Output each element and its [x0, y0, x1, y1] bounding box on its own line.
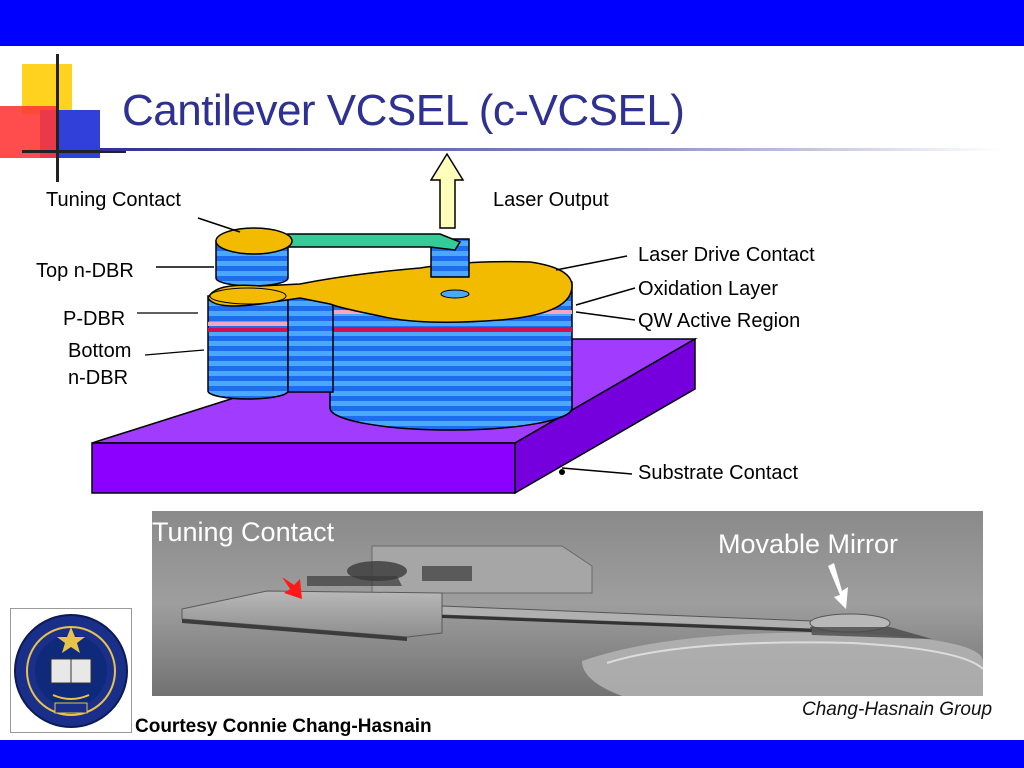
label-pdbr: P-DBR [63, 308, 126, 330]
sem-label-movable-mirror: Movable Mirror [718, 529, 899, 559]
mesa-aperture [440, 289, 470, 299]
bridge [287, 297, 334, 393]
label-tuning-contact: Tuning Contact [46, 189, 181, 211]
group-attribution: Chang-Hasnain Group [802, 699, 993, 720]
university-seal-icon [10, 608, 132, 733]
bottom-band [0, 740, 1024, 768]
label-top-ndbr: Top n-DBR [36, 260, 134, 282]
title-underline [100, 148, 1000, 151]
label-laser-output: Laser Output [493, 189, 609, 211]
sem-label-tuning-contact: Tuning Contact [152, 517, 335, 547]
label-bottom-ndbr-1: Bottom [68, 340, 132, 362]
laser-output-arrow [429, 152, 465, 229]
label-qw-active-region: QW Active Region [638, 310, 801, 332]
top-band [0, 0, 1024, 46]
post-cap-ring [209, 287, 287, 305]
slide-title: Cantilever VCSEL (c-VCSEL) [122, 86, 685, 135]
vcsel-diagram [91, 152, 698, 495]
label-bottom-ndbr-2: n-DBR [68, 367, 129, 389]
sem-micrograph: Tuning Contact Movable Mirror [152, 511, 984, 696]
substrate-side [514, 337, 696, 495]
label-substrate-contact: Substrate Contact [638, 462, 799, 484]
credit-text: Courtesy Connie Chang-Hasnain [135, 716, 432, 737]
left-post-qw [208, 328, 288, 332]
qw-active-region [330, 327, 572, 332]
laser-drive-contact [207, 260, 573, 323]
left-post-lower [207, 295, 289, 400]
label-oxidation-layer: Oxidation Layer [638, 278, 779, 300]
corner-decoration [0, 46, 130, 186]
tuning-contact-pad [215, 227, 293, 255]
left-post-oxide [208, 322, 288, 326]
slide: Cantilever VCSEL (c-VCSEL) [0, 46, 1024, 740]
label-laser-drive-contact: Laser Drive Contact [638, 244, 815, 266]
substrate-front [91, 442, 516, 494]
